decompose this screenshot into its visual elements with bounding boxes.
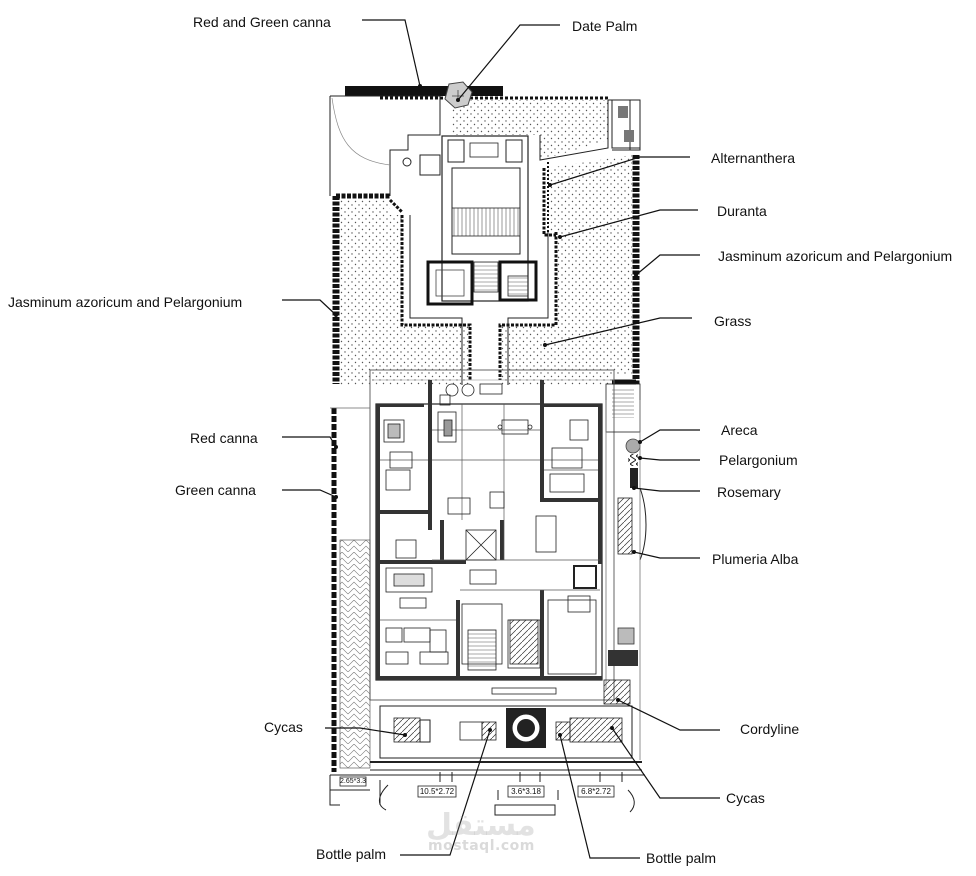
leader-lines [282, 19, 720, 859]
label-cycas-right: Cycas [726, 790, 765, 806]
label-jasminum-left: Jasminum azoricum and Pelargonium [8, 294, 243, 310]
house [369, 369, 615, 701]
pavilion [426, 135, 538, 306]
label-red-green-canna: Red and Green canna [193, 14, 331, 30]
label-cycas-left: Cycas [264, 719, 303, 735]
label-plumeria-alba: Plumeria Alba [712, 551, 799, 567]
dimension-4: 2.65*3.3 [340, 778, 367, 785]
label-bottle-palm-right: Bottle palm [646, 850, 717, 866]
dimension-1: 10.5*2.72 [419, 787, 455, 796]
label-alternanthera: Alternanthera [711, 150, 796, 166]
label-bottle-palm-left: Bottle palm [316, 846, 387, 862]
dimension-boxes [339, 776, 615, 798]
watermark-arabic: مستقل [426, 808, 536, 843]
red-green-canna-bed [345, 86, 503, 96]
label-cordyline: Cordyline [740, 721, 800, 737]
paved-strip [339, 539, 371, 769]
dimension-3: 6.8*2.72 [581, 787, 611, 796]
label-pelargonium: Pelargonium [719, 452, 798, 468]
duranta-hedge [388, 168, 558, 380]
watermark-latin: mostaql.com [428, 838, 535, 854]
label-jasminum-right: Jasminum azoricum and Pelargonium [718, 248, 953, 264]
front-planters [370, 705, 642, 771]
dimension-2: 3.6*3.18 [511, 787, 541, 796]
grass-area [340, 100, 632, 385]
label-green-canna: Green canna [175, 482, 256, 498]
label-rosemary: Rosemary [717, 484, 781, 500]
front-fence [329, 772, 645, 816]
label-areca: Areca [721, 422, 758, 438]
label-duranta: Duranta [717, 203, 767, 219]
label-red-canna: Red canna [190, 430, 258, 446]
date-palm-symbol [444, 81, 473, 109]
label-grass: Grass [714, 313, 752, 329]
label-date-palm: Date Palm [572, 18, 638, 34]
